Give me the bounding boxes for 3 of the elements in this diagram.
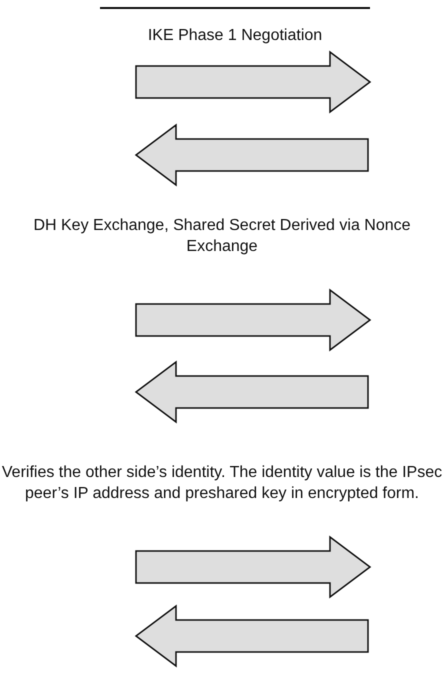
caption-text: IKE Phase 1 Negotiation bbox=[146, 26, 324, 46]
caption-text: Verifies the other side’s identity. The identity value is the IPsec peer’s IP address and preshared key in encrypted form. bbox=[0, 463, 444, 504]
caption-text: DH Key Exchange, Shared Secret Derived via Nonce Exchange bbox=[32, 216, 412, 257]
